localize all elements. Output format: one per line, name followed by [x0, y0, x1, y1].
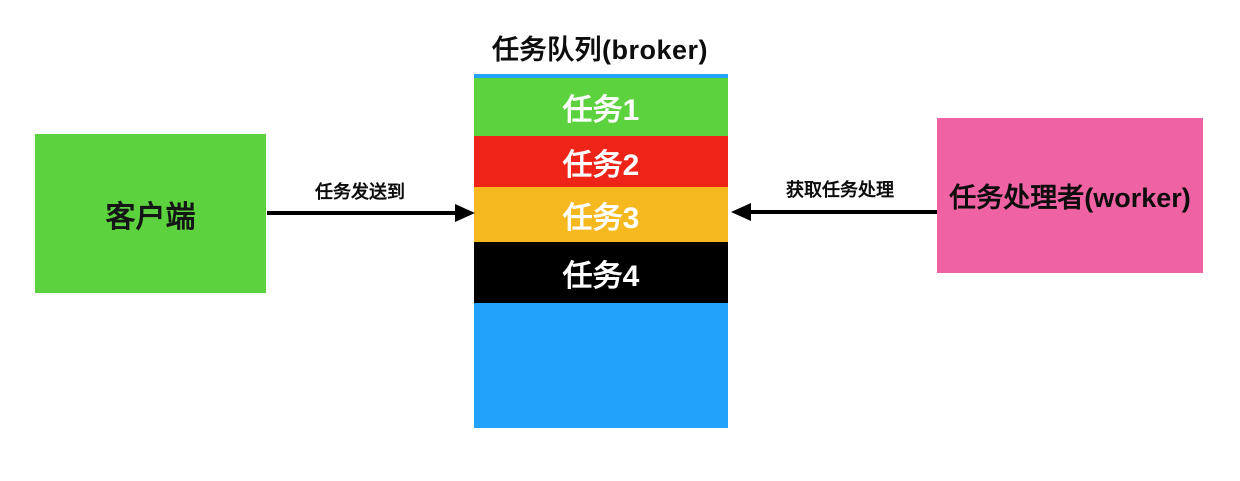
queue-task-label-4: 任务4 [562, 259, 640, 293]
broker-queue-title: 任务队列(broker) [491, 35, 708, 65]
client-node-label: 客户端 [105, 200, 196, 234]
queue-task-row-2: 任务2 [474, 136, 728, 187]
fetch-arrowhead-icon [731, 203, 751, 221]
send-arrow [267, 204, 475, 222]
queue-task-label-1: 任务1 [562, 94, 640, 127]
worker-node: 任务处理者(worker) [937, 118, 1203, 273]
worker-node-label: 任务处理者(worker) [949, 183, 1191, 213]
queue-empty-space [474, 303, 728, 428]
fetch-arrow-label: 获取任务处理 [786, 180, 894, 200]
queue-task-label-3: 任务3 [562, 201, 640, 235]
queue-task-row-1: 任务1 [474, 78, 728, 136]
queue-task-row-4: 任务4 [474, 242, 728, 303]
send-arrow-shaft [267, 211, 457, 215]
send-arrowhead-icon [455, 204, 475, 222]
broker-queue: 任务1 任务2 任务3 任务4 [474, 74, 728, 428]
fetch-arrow [731, 203, 937, 221]
client-node: 客户端 [35, 134, 266, 293]
queue-task-label-2: 任务2 [562, 148, 640, 182]
fetch-arrow-shaft [749, 210, 937, 214]
send-arrow-label: 任务发送到 [315, 182, 405, 202]
queue-task-row-3: 任务3 [474, 187, 728, 242]
